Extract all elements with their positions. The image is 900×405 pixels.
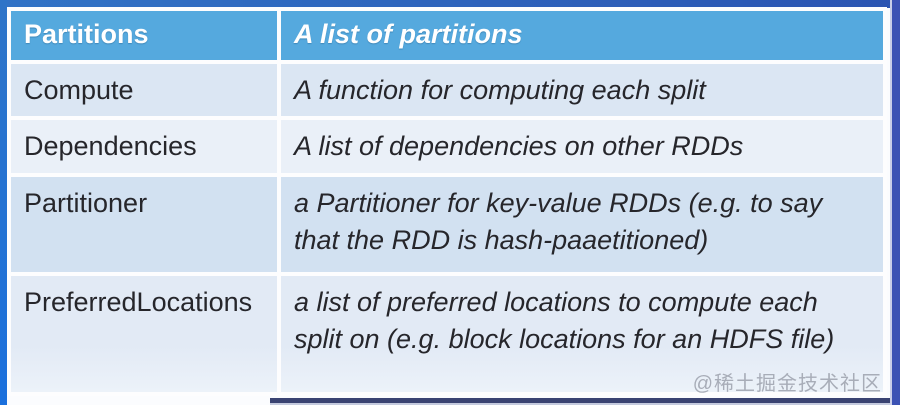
table-row: Dependencies A list of dependencies on o… bbox=[11, 120, 883, 173]
header-cell-description: A list of partitions bbox=[281, 11, 883, 60]
property-name-cell: Compute bbox=[11, 64, 277, 116]
property-description-cell: a Partitioner for key-value RDDs (e.g. t… bbox=[281, 177, 883, 272]
property-description-cell: a list of preferred locations to compute… bbox=[281, 276, 883, 392]
property-name-cell: Partitioner bbox=[11, 177, 277, 272]
rdd-properties-table: Partitions A list of partitions Compute … bbox=[7, 7, 887, 396]
property-name-cell: PreferredLocations bbox=[11, 276, 277, 392]
juejin-watermark: @稀土掘金技术社区 bbox=[692, 373, 882, 395]
table-row: PreferredLocations a list of preferred l… bbox=[11, 276, 883, 392]
property-name-cell: Dependencies bbox=[11, 120, 277, 173]
table-row: Compute A function for computing each sp… bbox=[11, 64, 883, 116]
frame-border-bottom-strip bbox=[270, 398, 890, 405]
table-row: Partitioner a Partitioner for key-value … bbox=[11, 177, 883, 272]
frame-border-top bbox=[0, 0, 900, 8]
frame-border-right bbox=[890, 0, 900, 405]
header-cell-property: Partitions bbox=[11, 11, 277, 60]
table-header-row: Partitions A list of partitions bbox=[11, 11, 883, 60]
frame-border-left bbox=[0, 0, 7, 405]
property-description-cell: A list of dependencies on other RDDs bbox=[281, 120, 883, 173]
property-description-cell: A function for computing each split bbox=[281, 64, 883, 116]
